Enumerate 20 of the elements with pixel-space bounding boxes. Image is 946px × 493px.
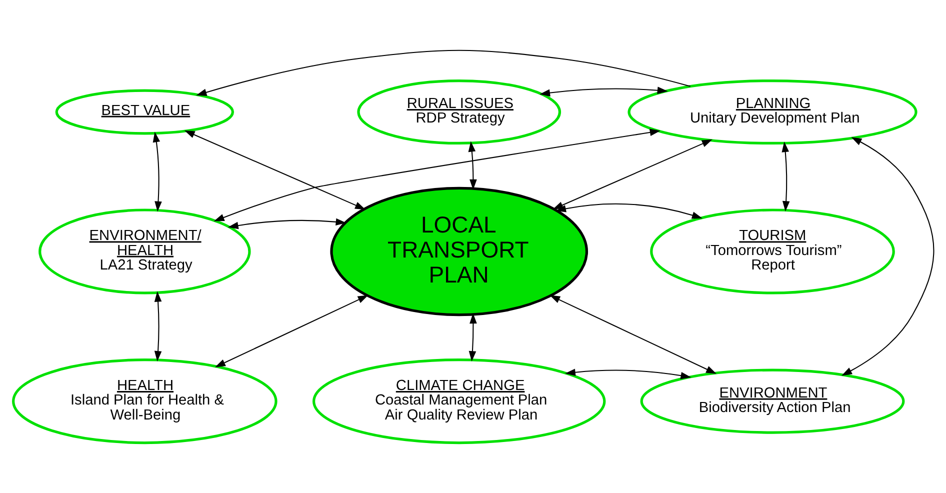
arrow	[154, 291, 162, 362]
arrow	[781, 142, 790, 212]
node-ellipse: ENVIRONMENT/ HEALTH LA21 Strategy	[38, 208, 250, 294]
arrow	[555, 203, 702, 219]
arrow	[196, 50, 690, 96]
arrow	[539, 86, 668, 96]
arrow	[468, 141, 476, 190]
node-ellipse: RURAL ISSUES RDP Strategy	[356, 79, 561, 145]
arrow	[214, 295, 368, 368]
arrow	[549, 295, 716, 374]
node-ellipse: CLIMATE CHANGE Coastal Management Plan Air Quality Review Plan	[312, 358, 606, 444]
node-ellipse: LOCAL TRANSPORT PLAN	[330, 186, 588, 316]
arrow	[213, 128, 660, 222]
arrow	[184, 130, 366, 210]
arrow	[152, 132, 162, 212]
arrow	[564, 368, 691, 380]
arrow	[468, 313, 476, 362]
arrow	[841, 137, 934, 376]
arrow	[227, 218, 346, 230]
node-ellipse: TOURISM “Tomorrows Tourism” Report	[650, 208, 894, 294]
